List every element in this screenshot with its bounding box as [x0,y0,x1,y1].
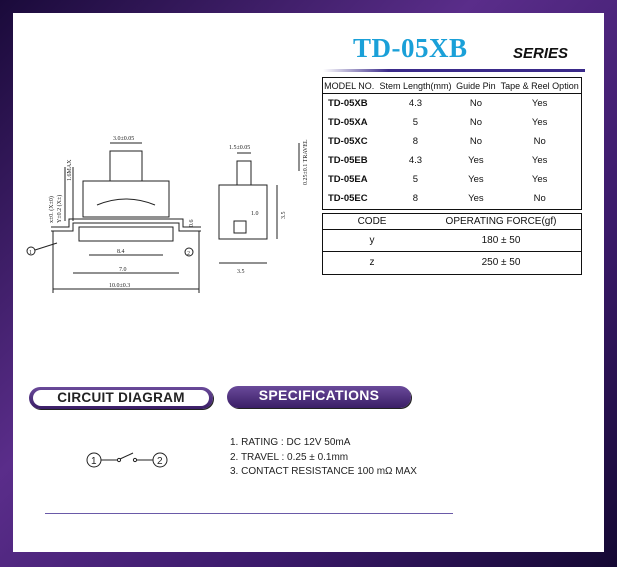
spec-item: 1. RATING : DC 12V 50mA [230,437,351,448]
model-cell: TD-05XC [328,136,368,147]
label-base-mid: 7.0 [119,267,127,273]
force-cell: 250 ± 50 [421,251,581,273]
circuit-heading-badge: CIRCUIT DIAGRAM [29,387,213,409]
table-row: z 250 ± 50 [323,251,581,273]
circuit-heading: CIRCUIT DIAGRAM [57,390,185,405]
force-table-border [322,213,582,275]
stem-cell: 8 [412,136,419,147]
spec-item: 2. TRAVEL : 0.25 ± 0.1mm [230,451,349,463]
stem-cell: 4.3 [408,98,423,109]
switch-symbol: 1 2 [86,452,168,468]
label-height: 1.6MAX [67,159,73,181]
pin-2-label: 2 [157,456,163,467]
tape-cell: Yes [531,155,548,166]
spec-heading: SPECIFICATIONS [258,387,380,403]
label-lead: 0.6 [189,220,195,228]
title-main: TD-05XB [353,33,468,63]
guide-cell: Yes [468,155,484,166]
col-stem: Stem Length(mm) [376,79,455,94]
table-row: y 180 ± 50 [323,230,581,252]
col-tape: Tape & Reel Option [497,79,582,94]
label-side-top: 1.5±0.05 [229,145,250,151]
col-force: OPERATING FORCE(gf) [421,214,581,230]
front-base-lower [51,222,201,232]
stem-cell: 5 [412,117,419,128]
table-row: TD-05XA 5 No Yes [322,113,582,132]
code-cell: z [323,251,422,273]
circuit-heading-inner [33,390,209,406]
guide-cell: No [469,98,482,109]
series-title: TD-05XB SERIES [323,31,593,77]
front-bottom [78,226,174,242]
pin-1-label: 1 [91,456,97,467]
label-side-width: 3.5 [237,269,245,275]
label-stem-a: x±0. (X±0) [48,196,55,223]
guide-cell: No [469,117,482,128]
col-guide: Guide Pin [454,79,498,94]
col-code: CODE [323,214,422,230]
force-cell: 180 ± 50 [481,235,521,246]
tape-cell: No [533,136,546,147]
table-row: TD-05XB 4.3 No Yes [322,94,582,114]
spec-heading-badge: SPECIFICATIONS [227,386,411,408]
model-table-border [322,77,582,210]
code-cell: y [369,235,375,246]
model-cell: TD-05XA [328,117,368,128]
guide-cell: No [469,136,482,147]
side-body [218,184,268,240]
spec-item: 3. CONTACT RESISTANCE 100 mΩ MAX [230,466,417,477]
contact-left [116,457,122,463]
col-model: MODEL NO. [322,79,377,94]
label-side-small: 1.0 [251,211,259,217]
label-base-total: 10.0±0.3 [109,283,130,289]
tape-cell: No [533,193,546,204]
tape-cell: Yes [531,117,548,128]
guide-cell: Yes [468,193,484,204]
label-callout-1: 1 [29,250,32,256]
title-underline [323,69,585,72]
datasheet-page: TD-05XB SERIES MODEL NO. Stem Length(mm)… [13,13,604,552]
label-top-width: 3.0±0.05 [113,136,134,142]
bottom-divider [45,513,453,514]
front-body [82,180,170,218]
force-table-header: CODE OPERATING FORCE(gf) [323,214,581,230]
switch-lever [119,452,134,460]
spec-list: 1. RATING : DC 12V 50mA 2. TRAVEL : 0.25… [230,436,417,480]
force-table: CODE OPERATING FORCE(gf) y 180 ± 50 z 25… [323,214,581,273]
tape-cell: Yes [531,174,548,185]
label-side-height: 3.5 [281,212,287,220]
callout-1-leader [34,242,58,251]
table-row: TD-05XC 8 No No [322,132,582,151]
side-window [233,220,247,234]
table-row: TD-05EA 5 Yes Yes [322,170,582,189]
dimension-drawing: 3.0±0.05 8.4 7.0 10.0±0.3 1.6MAX x±0. (X… [26,136,309,293]
model-cell: TD-05XB [328,98,368,109]
label-callout-2: 2 [187,251,190,257]
stem-cell: 8 [412,193,419,204]
model-table-header: MODEL NO. Stem Length(mm) Guide Pin Tape… [322,79,582,94]
contact-right [132,457,138,463]
title-sub: SERIES [513,45,569,62]
label-travel: 0.25±0.1 TRAVEL [303,139,309,185]
stem-cell: 5 [412,174,419,185]
model-table: MODEL NO. Stem Length(mm) Guide Pin Tape… [322,79,582,208]
guide-cell: Yes [468,174,484,185]
label-base-inner: 8.4 [117,249,125,255]
pin-2-icon [152,452,168,468]
side-stem [236,160,252,186]
callout-2-icon [184,247,194,257]
model-cell: TD-05EB [328,155,368,166]
table-row: TD-05EB 4.3 Yes Yes [322,151,582,170]
front-stem [109,150,143,182]
label-stem-b: Y±0.2 (X±) [56,195,63,223]
model-cell: TD-05EC [328,193,368,204]
callout-1-icon [26,246,36,256]
front-base [51,218,201,228]
stem-cell: 4.3 [408,155,423,166]
table-row: TD-05EC 8 Yes No [322,189,582,208]
tape-cell: Yes [531,98,548,109]
front-arc [96,198,156,206]
model-cell: TD-05EA [328,174,368,185]
